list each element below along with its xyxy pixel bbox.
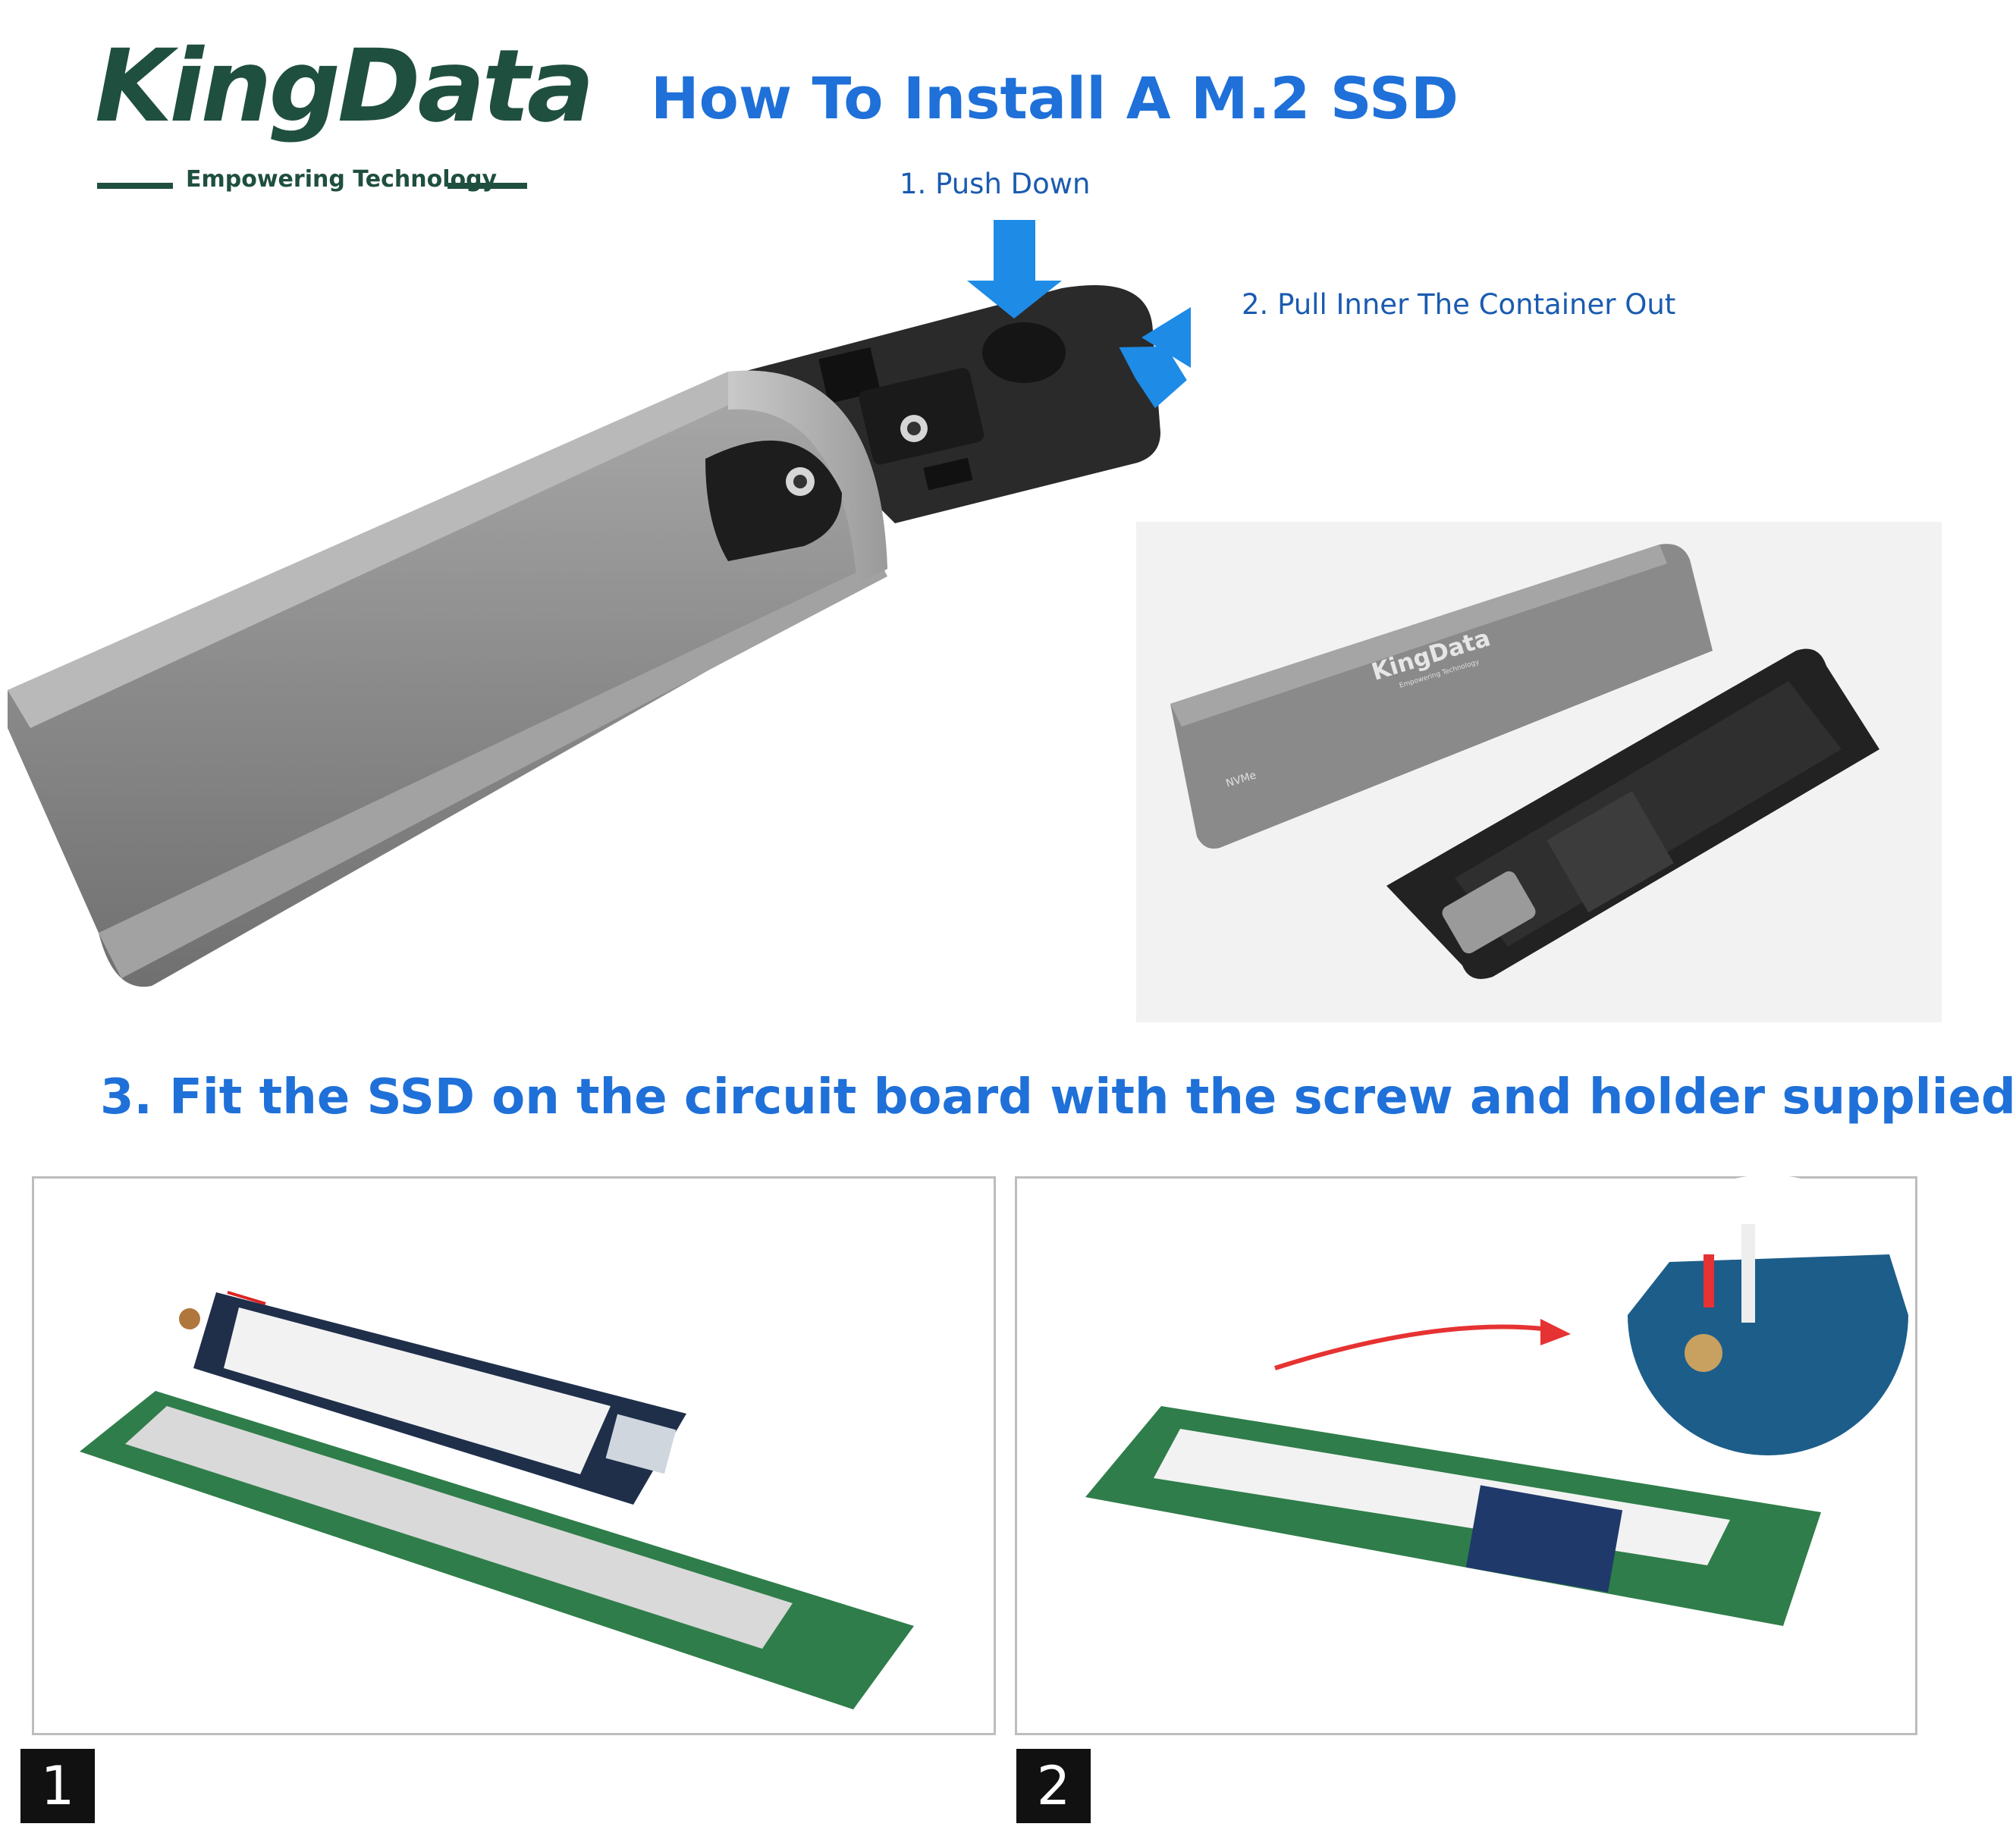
panel-1 bbox=[32, 1176, 996, 1735]
page-title: How To Install A M.2 SSD bbox=[651, 64, 1459, 132]
panel-2-badge: 2 bbox=[1016, 1749, 1091, 1823]
step-3-label: 3. Fit the SSD on the circuit board with… bbox=[100, 1069, 2016, 1125]
step-1-label: 1. Push Down bbox=[900, 168, 1091, 200]
brand-tagline: Empowering Technology bbox=[186, 166, 498, 193]
panel-1-drawing bbox=[80, 1291, 914, 1709]
product-photo: KingData Empowering Technology NVMe bbox=[1136, 522, 1942, 1022]
panel-2-drawing bbox=[1085, 1175, 1908, 1626]
brand-rule-left bbox=[97, 183, 173, 189]
brand-rule-right bbox=[447, 183, 527, 189]
brand-logo: KingData bbox=[95, 28, 595, 145]
panel-2 bbox=[1015, 1175, 1917, 1735]
step-2-label: 2. Pull Inner The Container Out bbox=[1242, 288, 1676, 321]
enclosure-illustration bbox=[8, 220, 1191, 987]
open-enclosure-drawing bbox=[1170, 544, 1879, 979]
panel-1-badge: 1 bbox=[20, 1749, 95, 1823]
